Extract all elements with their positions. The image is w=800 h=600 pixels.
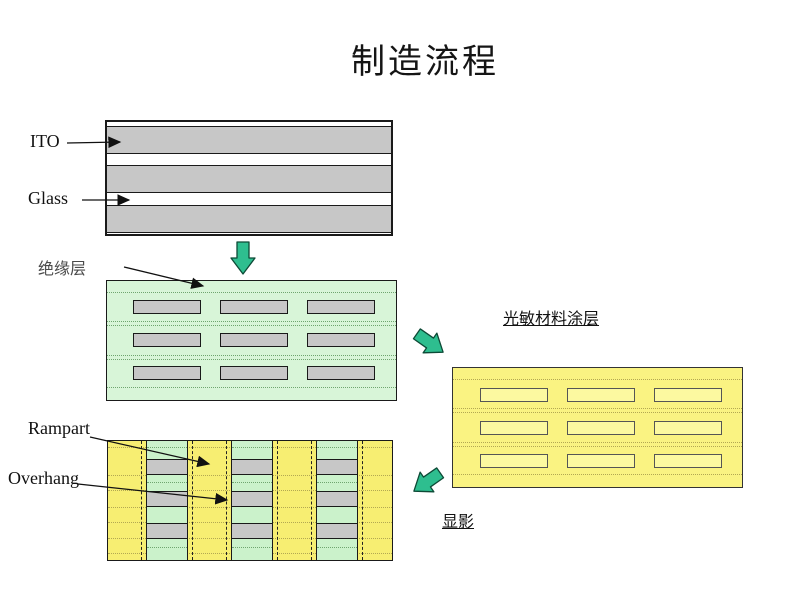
- ito-pad: [220, 300, 288, 314]
- ito-bar: [147, 523, 187, 539]
- resist-pad: [480, 454, 548, 468]
- ito-label: ITO: [30, 131, 60, 151]
- process-arrow-downleft-icon: [413, 467, 445, 493]
- divider-dotted-line: [232, 482, 272, 483]
- develop-label: 显影: [442, 514, 475, 531]
- developed-structure-diagram: [107, 440, 393, 561]
- overhang-dashed-line: [192, 441, 193, 560]
- ito-layer-bar: [106, 205, 392, 233]
- ito-pad: [307, 333, 375, 347]
- overhang-label: Overhang: [8, 468, 79, 488]
- ito-bar: [317, 459, 357, 475]
- divider-dotted-line: [317, 482, 357, 483]
- overhang-dashed-line: [141, 441, 142, 560]
- resist-pad: [480, 388, 548, 402]
- ito-bar: [147, 459, 187, 475]
- overhang-dashed-line: [311, 441, 312, 560]
- divider-dotted-line: [453, 408, 742, 409]
- insulation-label: 绝缘层: [38, 261, 87, 278]
- divider-dotted-line: [107, 292, 396, 293]
- process-arrow-down-icon: [230, 241, 256, 275]
- resist-pad: [567, 454, 635, 468]
- ito-pad: [133, 333, 201, 347]
- process-arrow-downright-icon: [412, 328, 444, 354]
- resist-pad: [654, 421, 722, 435]
- divider-dotted-line: [147, 547, 187, 548]
- divider-dotted-line: [453, 446, 742, 447]
- divider-dotted-line: [107, 355, 396, 356]
- glass-label: Glass: [28, 188, 68, 208]
- ito-layer-bar: [106, 126, 392, 154]
- photoresist-coating-diagram: [452, 367, 743, 488]
- rampart-label: Rampart: [28, 418, 90, 438]
- divider-dotted-line: [317, 447, 357, 448]
- divider-dotted-line: [317, 547, 357, 548]
- ito-pad: [307, 300, 375, 314]
- ito-bar: [232, 491, 272, 507]
- ito-pad: [220, 366, 288, 380]
- ito-pad: [133, 300, 201, 314]
- divider-dotted-line: [453, 474, 742, 475]
- insulation-column: [231, 441, 273, 560]
- ito-bar: [232, 459, 272, 475]
- slide-title: 制造流程: [351, 44, 499, 81]
- divider-dotted-line: [453, 412, 742, 413]
- divider-dotted-line: [232, 447, 272, 448]
- resist-pad: [480, 421, 548, 435]
- insulation-column: [316, 441, 358, 560]
- overhang-dashed-line: [277, 441, 278, 560]
- resist-pad: [567, 421, 635, 435]
- divider-dotted-line: [453, 442, 742, 443]
- divider-dotted-line: [107, 325, 396, 326]
- resist-pad: [654, 388, 722, 402]
- ito-layer-bar: [106, 165, 392, 193]
- divider-dotted-line: [107, 387, 396, 388]
- resist-pad: [654, 454, 722, 468]
- insulation-column: [146, 441, 188, 560]
- ito-pad: [307, 366, 375, 380]
- ito-bar: [232, 523, 272, 539]
- ito-bar: [147, 491, 187, 507]
- ito-glass-stack-diagram: [105, 120, 393, 236]
- ito-pad: [220, 333, 288, 347]
- photoresist-coating-label: 光敏材料涂层: [503, 311, 600, 328]
- ito-bar: [317, 523, 357, 539]
- divider-dotted-line: [107, 359, 396, 360]
- divider-dotted-line: [107, 321, 396, 322]
- divider-dotted-line: [232, 547, 272, 548]
- resist-pad: [567, 388, 635, 402]
- divider-dotted-line: [147, 447, 187, 448]
- ito-bar: [317, 491, 357, 507]
- insulation-layer-diagram: [106, 280, 397, 401]
- ito-pad: [133, 366, 201, 380]
- divider-dotted-line: [147, 482, 187, 483]
- overhang-dashed-line: [226, 441, 227, 560]
- overhang-dashed-line: [362, 441, 363, 560]
- divider-dotted-line: [453, 379, 742, 380]
